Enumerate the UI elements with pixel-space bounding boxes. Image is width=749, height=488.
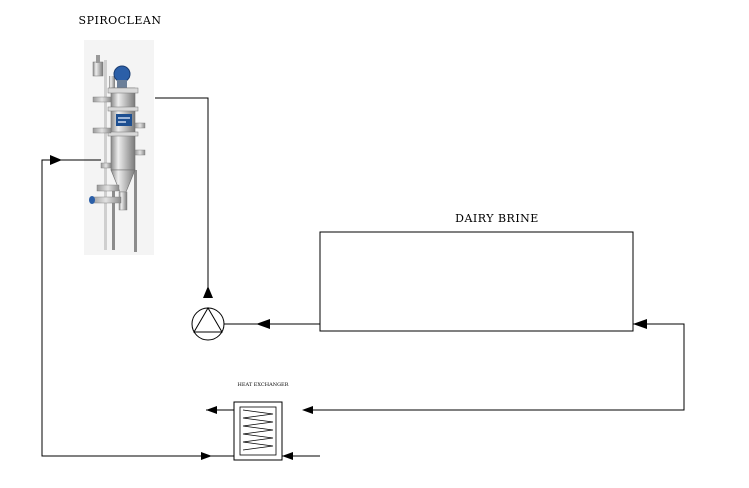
- flow-arrow-right-hx-inlet: [201, 452, 212, 460]
- pipe-hx-to-tank: [313, 323, 685, 411]
- flow-arrow-up-pump-inlet: [203, 286, 213, 298]
- spiroclean-label: SPIROCLEAN: [79, 14, 162, 27]
- pipe-hx-to-filter: [41, 159, 234, 457]
- flow-arrow-left-tank-outlet: [256, 319, 270, 329]
- heat-exchanger-coil-icon: [206, 401, 320, 461]
- heat-exchanger-label: HEAT EXCHANGER: [238, 382, 289, 388]
- dairy-brine-tank: [319, 231, 634, 332]
- flow-arrow-left-tank-inlet: [633, 319, 647, 329]
- flow-arrow-right-filter-inlet: [50, 155, 62, 165]
- flow-arrow-left-hx-outlet: [302, 406, 313, 414]
- pipe-filter-to-pump: [155, 97, 209, 290]
- spiroclean-filter-unit-icon: [84, 40, 154, 255]
- centrifugal-pump-icon: [191, 307, 225, 341]
- dairy-brine-label: DAIRY BRINE: [455, 212, 539, 225]
